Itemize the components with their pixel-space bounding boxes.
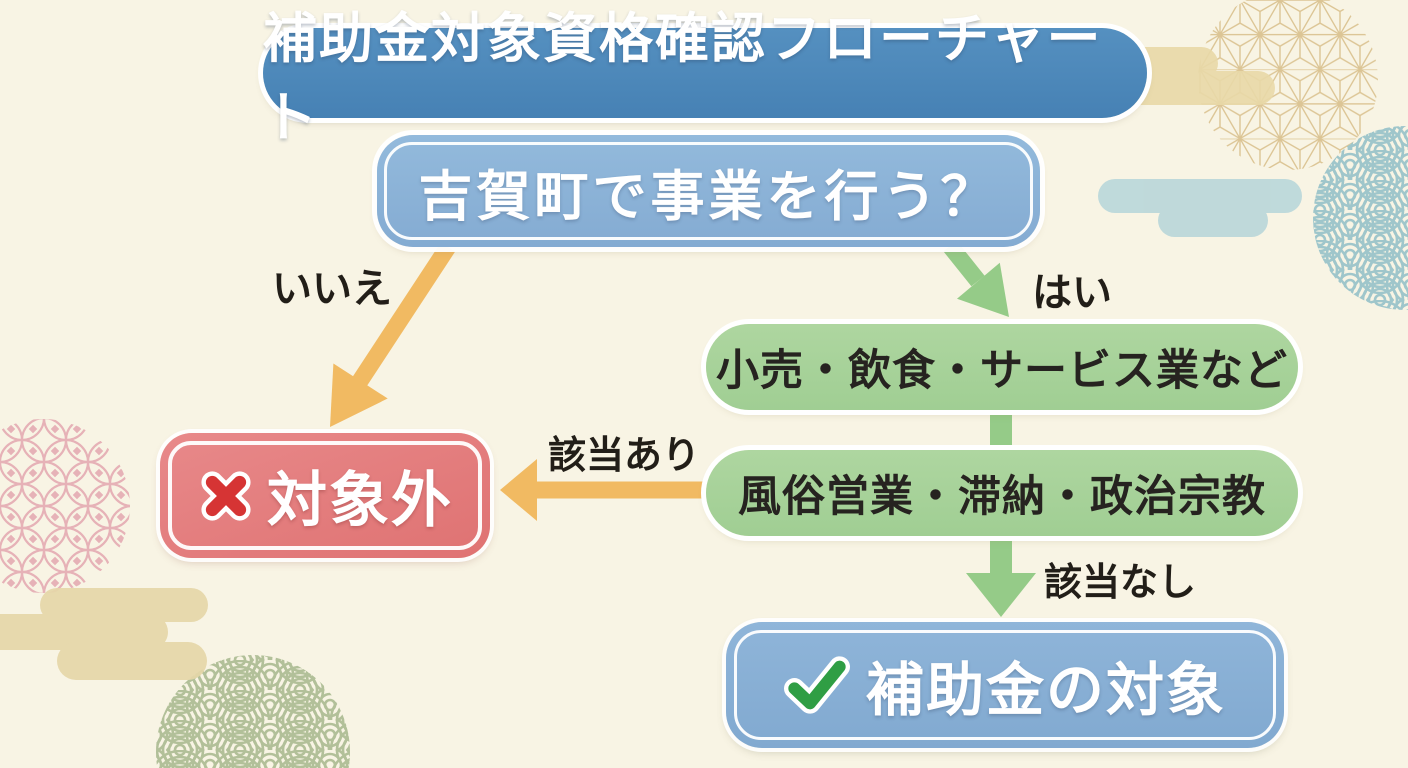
cloud-tan-bottom-left-motif <box>0 588 208 680</box>
connector-industry-exclusion <box>990 400 1012 456</box>
not-eligible-text: 対象外 <box>267 466 453 536</box>
edge-label-applicable: 該当あり <box>548 433 701 477</box>
arrow-yes <box>943 240 1009 317</box>
edge-label-not-applicable: 該当なし <box>1044 560 1197 604</box>
edge-label-yes: はい <box>1032 270 1112 316</box>
seigaiha-blue-motif <box>1313 126 1408 310</box>
eligible-node: 補助金の対象 <box>726 622 1284 748</box>
asanoha-motif <box>1198 0 1378 170</box>
title-banner: 補助金対象資格確認フローチャート <box>263 7 1147 149</box>
industry-text: 小売・飲食・サービス業など <box>716 346 1288 396</box>
cross-icon <box>197 467 255 525</box>
shippo-pink-motif <box>0 419 130 593</box>
question-text: 吉賀町で事業を行う？ <box>418 164 999 228</box>
seigaiha-green-motif <box>156 655 350 768</box>
arrow-applicable <box>500 459 706 521</box>
cloud-blue-top-right-motif <box>1098 179 1302 237</box>
exclusion-node: 風俗営業・滞納・政治宗教 <box>706 450 1298 536</box>
arrow-not-applicable <box>966 530 1036 617</box>
exclusion-text: 風俗営業・滞納・政治宗教 <box>738 472 1266 522</box>
question-node: 吉賀町で事業を行う？ <box>377 135 1040 247</box>
title-text: 補助金対象資格確認フローチャート <box>263 7 1103 149</box>
arrow-no <box>330 242 456 427</box>
edge-label-no: いいえ <box>272 266 392 312</box>
not-eligible-node: 対象外 <box>160 433 490 558</box>
eligible-text: 補助金の対象 <box>865 656 1226 724</box>
check-icon <box>783 656 850 714</box>
industry-node: 小売・飲食・サービス業など <box>706 324 1298 410</box>
